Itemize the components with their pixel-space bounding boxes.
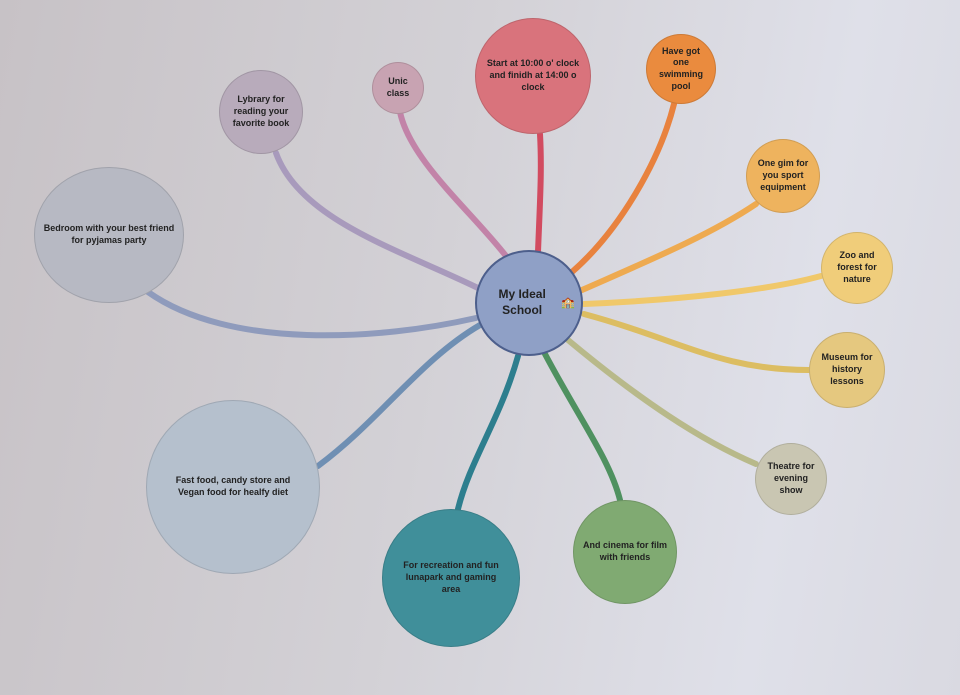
node-zoo: Zoo and forest for nature (821, 232, 893, 304)
link-theatre (565, 337, 759, 467)
school-building-icon: 🏫 (561, 296, 575, 309)
link-recreation (455, 353, 521, 512)
link-bedroom (145, 289, 479, 339)
node-museum: Museum for history lessons (809, 332, 885, 408)
link-start (535, 131, 544, 255)
link-library (273, 150, 481, 291)
node-recreation: For recreation and fun lunapark and gami… (382, 509, 520, 647)
node-pool: Have got one swimming pool (646, 34, 716, 104)
link-unic (397, 109, 509, 259)
node-cinema: And cinema for film with friends (573, 500, 677, 604)
node-library: Lybrary for reading your favorite book (219, 70, 303, 154)
link-food (315, 322, 483, 469)
node-food: Fast food, candy store and Vegan food fo… (146, 400, 320, 574)
node-unic: Unic class (372, 62, 424, 114)
center-title: My Ideal School (498, 287, 546, 317)
node-theatre: Theatre for evening show (755, 443, 827, 515)
node-center: My Ideal School 🏫 (475, 250, 583, 356)
link-zoo (581, 273, 824, 307)
link-cinema (542, 351, 623, 503)
node-bedroom: Bedroom with your best friend for pyjama… (34, 167, 184, 303)
node-gym: One gim for you sport equipment (746, 139, 820, 213)
link-museum (581, 311, 812, 373)
node-start: Start at 10:00 o' clock and finidh at 14… (475, 18, 591, 134)
link-gym (579, 201, 759, 293)
link-pool (569, 101, 677, 275)
